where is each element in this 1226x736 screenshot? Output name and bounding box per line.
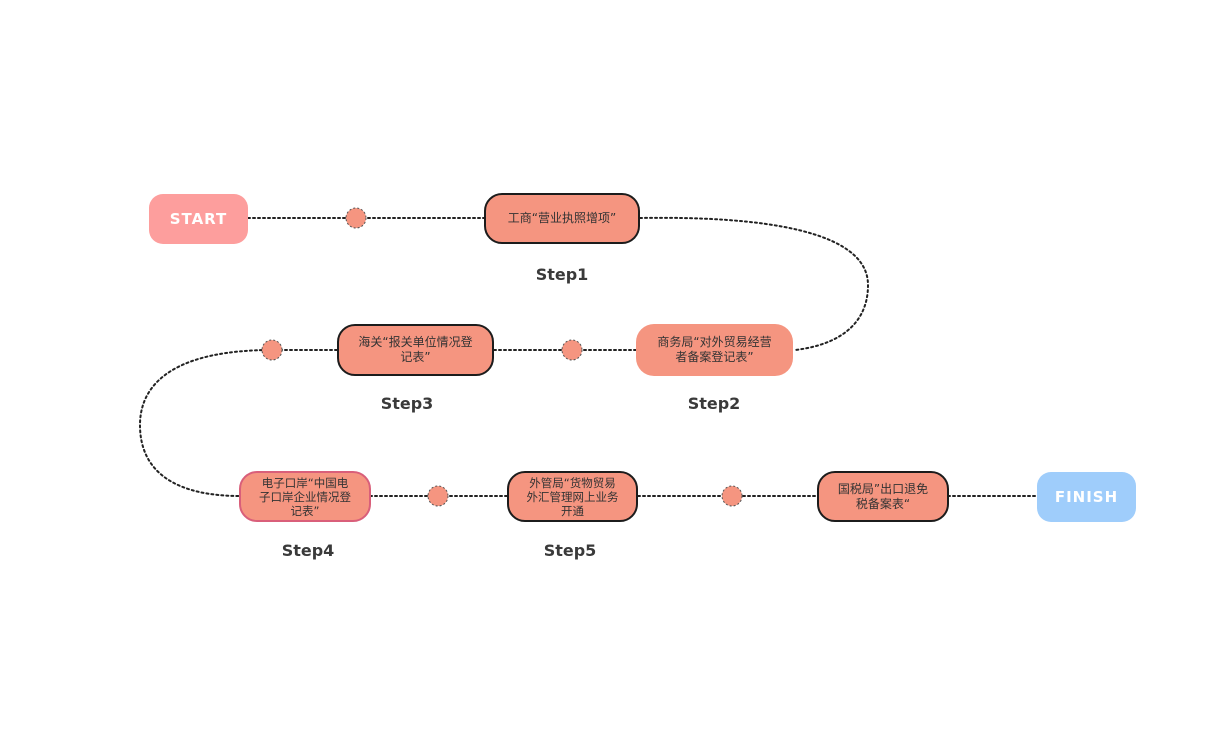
step1-box: 工商“营业执照增项” — [484, 193, 640, 244]
step4-label: Step4 — [281, 541, 335, 560]
step4-box: 电子口岸“中国电 子口岸企业情况登 记表” — [239, 471, 371, 522]
node-dot-1 — [345, 207, 367, 229]
start-node: START — [149, 194, 248, 244]
step2-label: Step2 — [687, 394, 741, 413]
node-dot-5 — [721, 485, 743, 507]
step3-label: Step3 — [380, 394, 434, 413]
step5-label: Step5 — [543, 541, 597, 560]
step5-box: 外管局“货物贸易 外汇管理网上业务 开通 — [507, 471, 638, 522]
step2-box: 商务局“对外贸易经营 者备案登记表” — [636, 324, 793, 376]
step1-label: Step1 — [535, 265, 589, 284]
finish-node: FINISH — [1037, 472, 1136, 522]
connector-step3-step4 — [138, 349, 338, 497]
node-dot-3 — [261, 339, 283, 361]
node-dot-2 — [561, 339, 583, 361]
node-dot-4 — [427, 485, 449, 507]
step3-box: 海关“报关单位情况登 记表” — [337, 324, 494, 376]
final-box: 国税局”出口退免 税备案表“ — [817, 471, 949, 522]
connector-step1-step2 — [639, 216, 870, 351]
